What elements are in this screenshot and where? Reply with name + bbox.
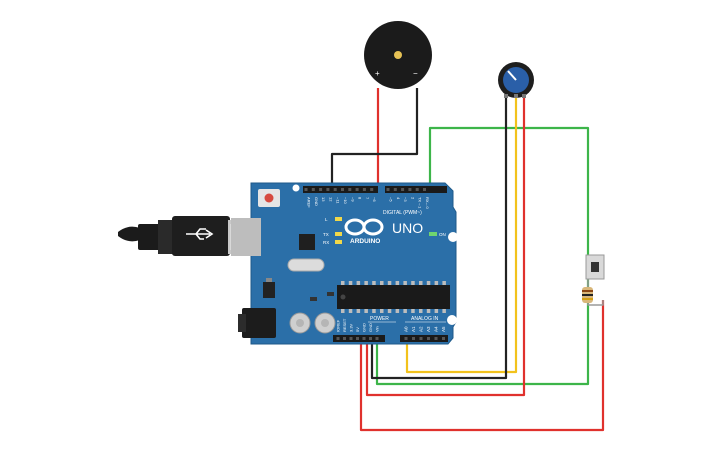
usb-port — [231, 218, 261, 256]
digital-pin-label: 7 — [365, 197, 370, 200]
digital-pin-label: 2 — [410, 197, 415, 200]
analog-header-label: ANALOG IN — [411, 316, 439, 322]
wires — [330, 88, 605, 432]
power-pin-label: GND — [368, 323, 373, 332]
analog-pin-label: A3 — [426, 326, 431, 332]
digital-pin-label: ~9 — [350, 197, 355, 202]
analog-pin-label: A4 — [434, 326, 439, 332]
power-pin-label: Vin — [375, 326, 380, 332]
dc-power-jack[interactable] — [238, 308, 276, 338]
power-pin-label: 3.3V — [349, 323, 354, 332]
svg-text:ON: ON — [439, 232, 446, 237]
digital-pin-label: ~6 — [372, 197, 377, 202]
board-brand: ARDUINO — [350, 238, 380, 245]
digital-pin-label: ~3 — [403, 197, 408, 202]
digital-pin-label: TX→1 — [418, 197, 423, 209]
buzzer-minus-label: − — [413, 69, 418, 78]
wire-button-signal[interactable] — [428, 126, 590, 262]
wire-pot-gnd[interactable] — [370, 96, 508, 380]
power-pin-label: GND — [362, 323, 367, 332]
digital-pin-label: ~5 — [389, 197, 394, 202]
power-led: ON — [429, 232, 446, 237]
digital-pin-label: RX←0 — [425, 197, 430, 210]
wire-pot-5v[interactable] — [365, 96, 526, 397]
mounting-hole — [448, 232, 458, 242]
wire-buzzer-minus[interactable] — [330, 88, 419, 188]
digital-pin-label: 4 — [396, 197, 401, 200]
buzzer-plus-label: + — [375, 69, 380, 78]
digital-pin-label: AREF — [307, 197, 312, 208]
reset-button[interactable] — [258, 189, 280, 207]
wire-pot-wiper[interactable] — [405, 96, 518, 374]
mounting-hole — [447, 315, 457, 325]
digital-header-label: DIGITAL (PWM~) — [383, 210, 422, 216]
svg-text:RX: RX — [323, 240, 329, 245]
status-leds: L TX RX — [323, 217, 342, 245]
analog-pin-label: A1 — [411, 326, 416, 332]
digital-pin-label: 13 — [321, 197, 326, 202]
power-pin-label: RESET — [342, 318, 347, 332]
pushbutton[interactable] — [585, 254, 605, 280]
power-pin-label: 5V — [355, 327, 360, 332]
atmega-chip — [337, 281, 450, 313]
resistor[interactable] — [582, 287, 593, 303]
power-pin-label: IOREF — [336, 319, 341, 332]
digital-pin-label: 12 — [328, 197, 333, 202]
wire-button-gnd[interactable] — [375, 276, 590, 386]
digital-pin-label: 8 — [358, 197, 363, 200]
digital-pin-label: GND — [314, 197, 319, 206]
usb-chip — [299, 234, 315, 250]
digital-pin-label: ~11 — [336, 197, 341, 204]
crystal-oscillator — [287, 258, 325, 272]
analog-pin-label: A2 — [419, 326, 424, 332]
voltage-regulator — [263, 278, 275, 298]
power-header-label: POWER — [370, 316, 389, 322]
svg-text:TX: TX — [323, 232, 329, 237]
wire-resistor-3v3[interactable] — [359, 300, 605, 432]
svg-text:L: L — [325, 217, 328, 222]
analog-pin-label: A0 — [404, 326, 409, 332]
digital-pin-label: ~10 — [343, 197, 348, 205]
potentiometer[interactable] — [498, 62, 534, 98]
analog-pin-label: A5 — [441, 326, 446, 332]
arduino-infinity-icon — [344, 218, 384, 236]
mounting-hole — [292, 184, 300, 192]
board-model: UNO — [392, 220, 423, 236]
piezo-buzzer[interactable]: + − — [364, 21, 432, 89]
